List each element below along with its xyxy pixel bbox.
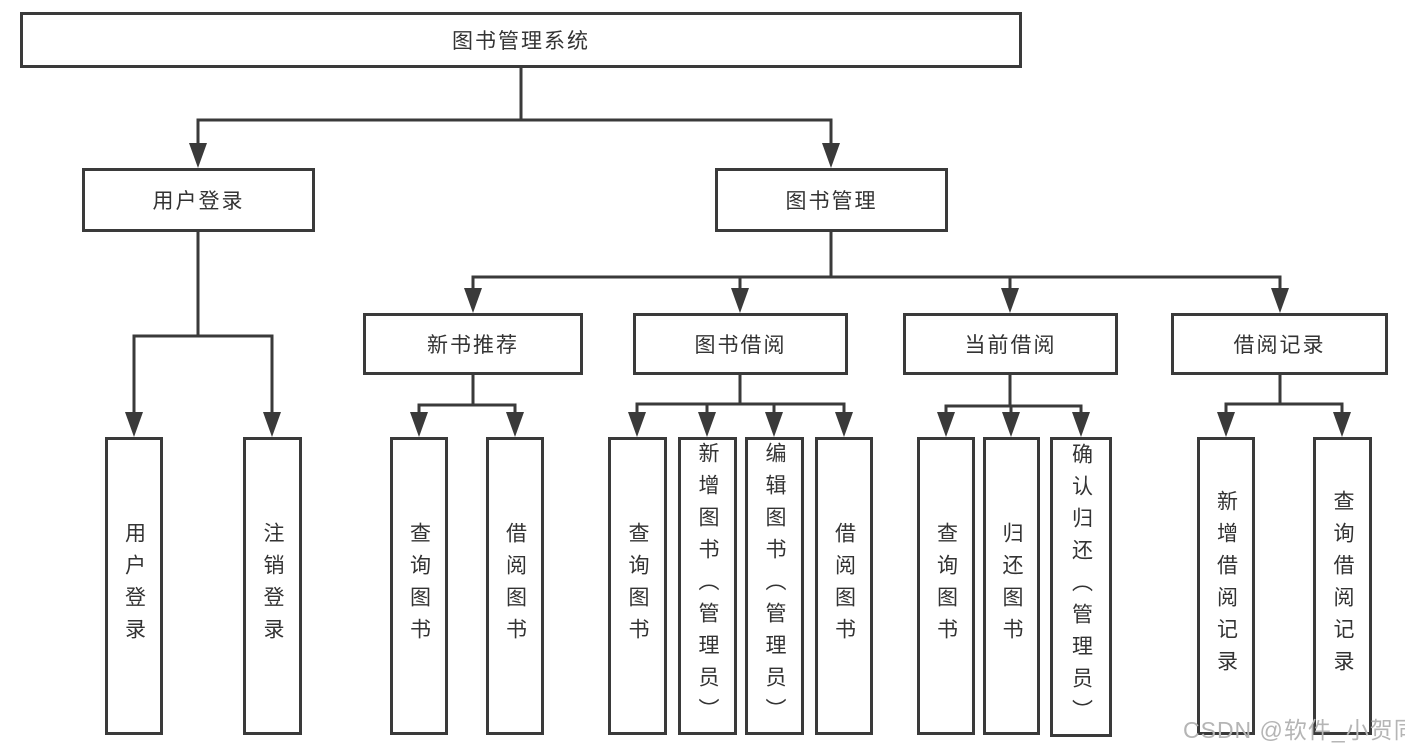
arrow-down-icon (464, 288, 482, 313)
arrow-down-icon (628, 412, 646, 437)
node-label: 图书借阅 (694, 334, 787, 357)
arrow-down-icon (506, 412, 524, 437)
node-label: 归还图书 (1000, 522, 1023, 650)
node-book-borrowing: 图书借阅 (633, 313, 848, 375)
node-label: 新书推荐 (427, 334, 519, 357)
node-book-management: 图书管理 (715, 168, 948, 232)
connector-new-book-branch (417, 373, 517, 417)
connector-root-to-level2 (196, 66, 833, 148)
leaf-borrow-books-1: 借阅图书 (486, 437, 544, 735)
leaf-confirm-return-admin: 确认归还（管理员） (1050, 437, 1112, 737)
leaf-query-books-1: 查询图书 (390, 437, 448, 735)
node-label: 用户登录 (122, 522, 146, 650)
leaf-query-borrow-record: 查询借阅记录 (1313, 437, 1372, 735)
node-label: 查询图书 (626, 522, 649, 650)
arrow-down-icon (1217, 412, 1235, 437)
node-label: 注销登录 (261, 522, 284, 650)
connector-records-branch (1224, 373, 1344, 417)
leaf-user-login: 用户登录 (105, 437, 163, 735)
connector-current-branch (944, 373, 1083, 417)
leaf-return-books: 归还图书 (983, 437, 1040, 735)
csdn-watermark: CSDN @软件_小贺同学 (1183, 717, 1405, 743)
node-label: 图书管理系统 (452, 30, 590, 53)
node-label: 查询图书 (934, 522, 958, 650)
arrow-down-icon (937, 412, 955, 437)
connector-book-mgmt-branch (471, 230, 1282, 293)
node-label: 新增借阅记录 (1214, 490, 1238, 682)
arrow-down-icon (765, 412, 783, 437)
arrowheads (125, 143, 1351, 437)
leaf-query-books-2: 查询图书 (608, 437, 667, 735)
node-label: 借阅图书 (503, 522, 527, 650)
node-label: 查询借阅记录 (1331, 490, 1354, 682)
arrow-down-icon (1271, 288, 1289, 313)
arrow-down-icon (731, 288, 749, 313)
node-label: 编辑图书（管理员） (763, 442, 786, 730)
arrow-down-icon (1333, 412, 1351, 437)
arrow-down-icon (1072, 412, 1090, 437)
arrow-down-icon (125, 412, 143, 437)
node-current-borrowing: 当前借阅 (903, 313, 1118, 375)
arrow-down-icon (263, 412, 281, 437)
arrow-down-icon (835, 412, 853, 437)
node-label: 查询图书 (407, 522, 431, 650)
node-label: 图书管理 (785, 190, 878, 213)
arrow-down-icon (698, 412, 716, 437)
connector-borrow-branch (635, 373, 846, 417)
node-root-system: 图书管理系统 (20, 12, 1022, 68)
node-label: 借阅记录 (1233, 334, 1326, 357)
node-label: 新增图书（管理员） (696, 442, 719, 730)
arrow-down-icon (1001, 288, 1019, 313)
node-label: 用户登录 (152, 190, 245, 213)
leaf-add-books-admin: 新增图书（管理员） (678, 437, 737, 735)
node-label: 借阅图书 (832, 522, 856, 650)
leaf-edit-books-admin: 编辑图书（管理员） (745, 437, 804, 735)
leaf-add-borrow-record: 新增借阅记录 (1197, 437, 1255, 735)
node-user-login: 用户登录 (82, 168, 315, 232)
node-label: 确认归还（管理员） (1069, 443, 1093, 731)
node-new-book-recommend: 新书推荐 (363, 313, 583, 375)
node-borrow-records: 借阅记录 (1171, 313, 1388, 375)
leaf-query-books-3: 查询图书 (917, 437, 975, 735)
leaf-logout: 注销登录 (243, 437, 302, 735)
leaf-borrow-books-2: 借阅图书 (815, 437, 873, 735)
connector-user-login-branch (132, 230, 274, 417)
arrow-down-icon (410, 412, 428, 437)
arrow-down-icon (822, 143, 840, 168)
arrow-down-icon (1002, 412, 1020, 437)
arrow-down-icon (189, 143, 207, 168)
node-label: 当前借阅 (964, 334, 1057, 357)
